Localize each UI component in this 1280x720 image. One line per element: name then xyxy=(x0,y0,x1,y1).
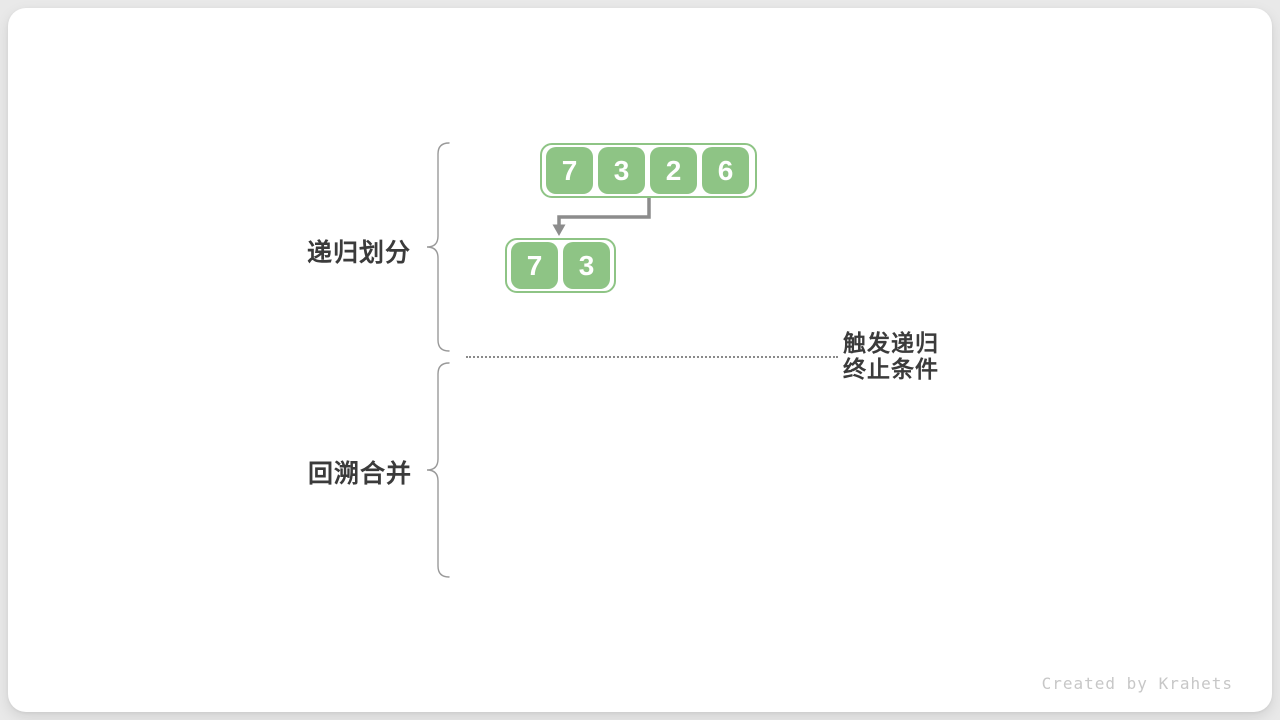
array-level-1: 7 3 2 6 xyxy=(540,143,757,198)
array-cell: 2 xyxy=(650,147,697,194)
boundary-label-line1: 触发递归 xyxy=(843,330,939,356)
array-cell: 3 xyxy=(598,147,645,194)
array-cell: 3 xyxy=(563,242,610,289)
recursion-boundary-line xyxy=(466,356,838,358)
array-cell: 7 xyxy=(546,147,593,194)
array-cell: 7 xyxy=(511,242,558,289)
canvas-card xyxy=(8,8,1272,712)
array-level-2: 7 3 xyxy=(505,238,616,293)
boundary-label: 触发递归 终止条件 xyxy=(843,330,939,382)
array-cell: 6 xyxy=(702,147,749,194)
merge-phase-label: 回溯合并 xyxy=(307,460,412,488)
divide-phase-label: 递归划分 xyxy=(306,239,411,267)
watermark: Created by Krahets xyxy=(1041,674,1233,693)
boundary-label-line2: 终止条件 xyxy=(843,356,939,382)
